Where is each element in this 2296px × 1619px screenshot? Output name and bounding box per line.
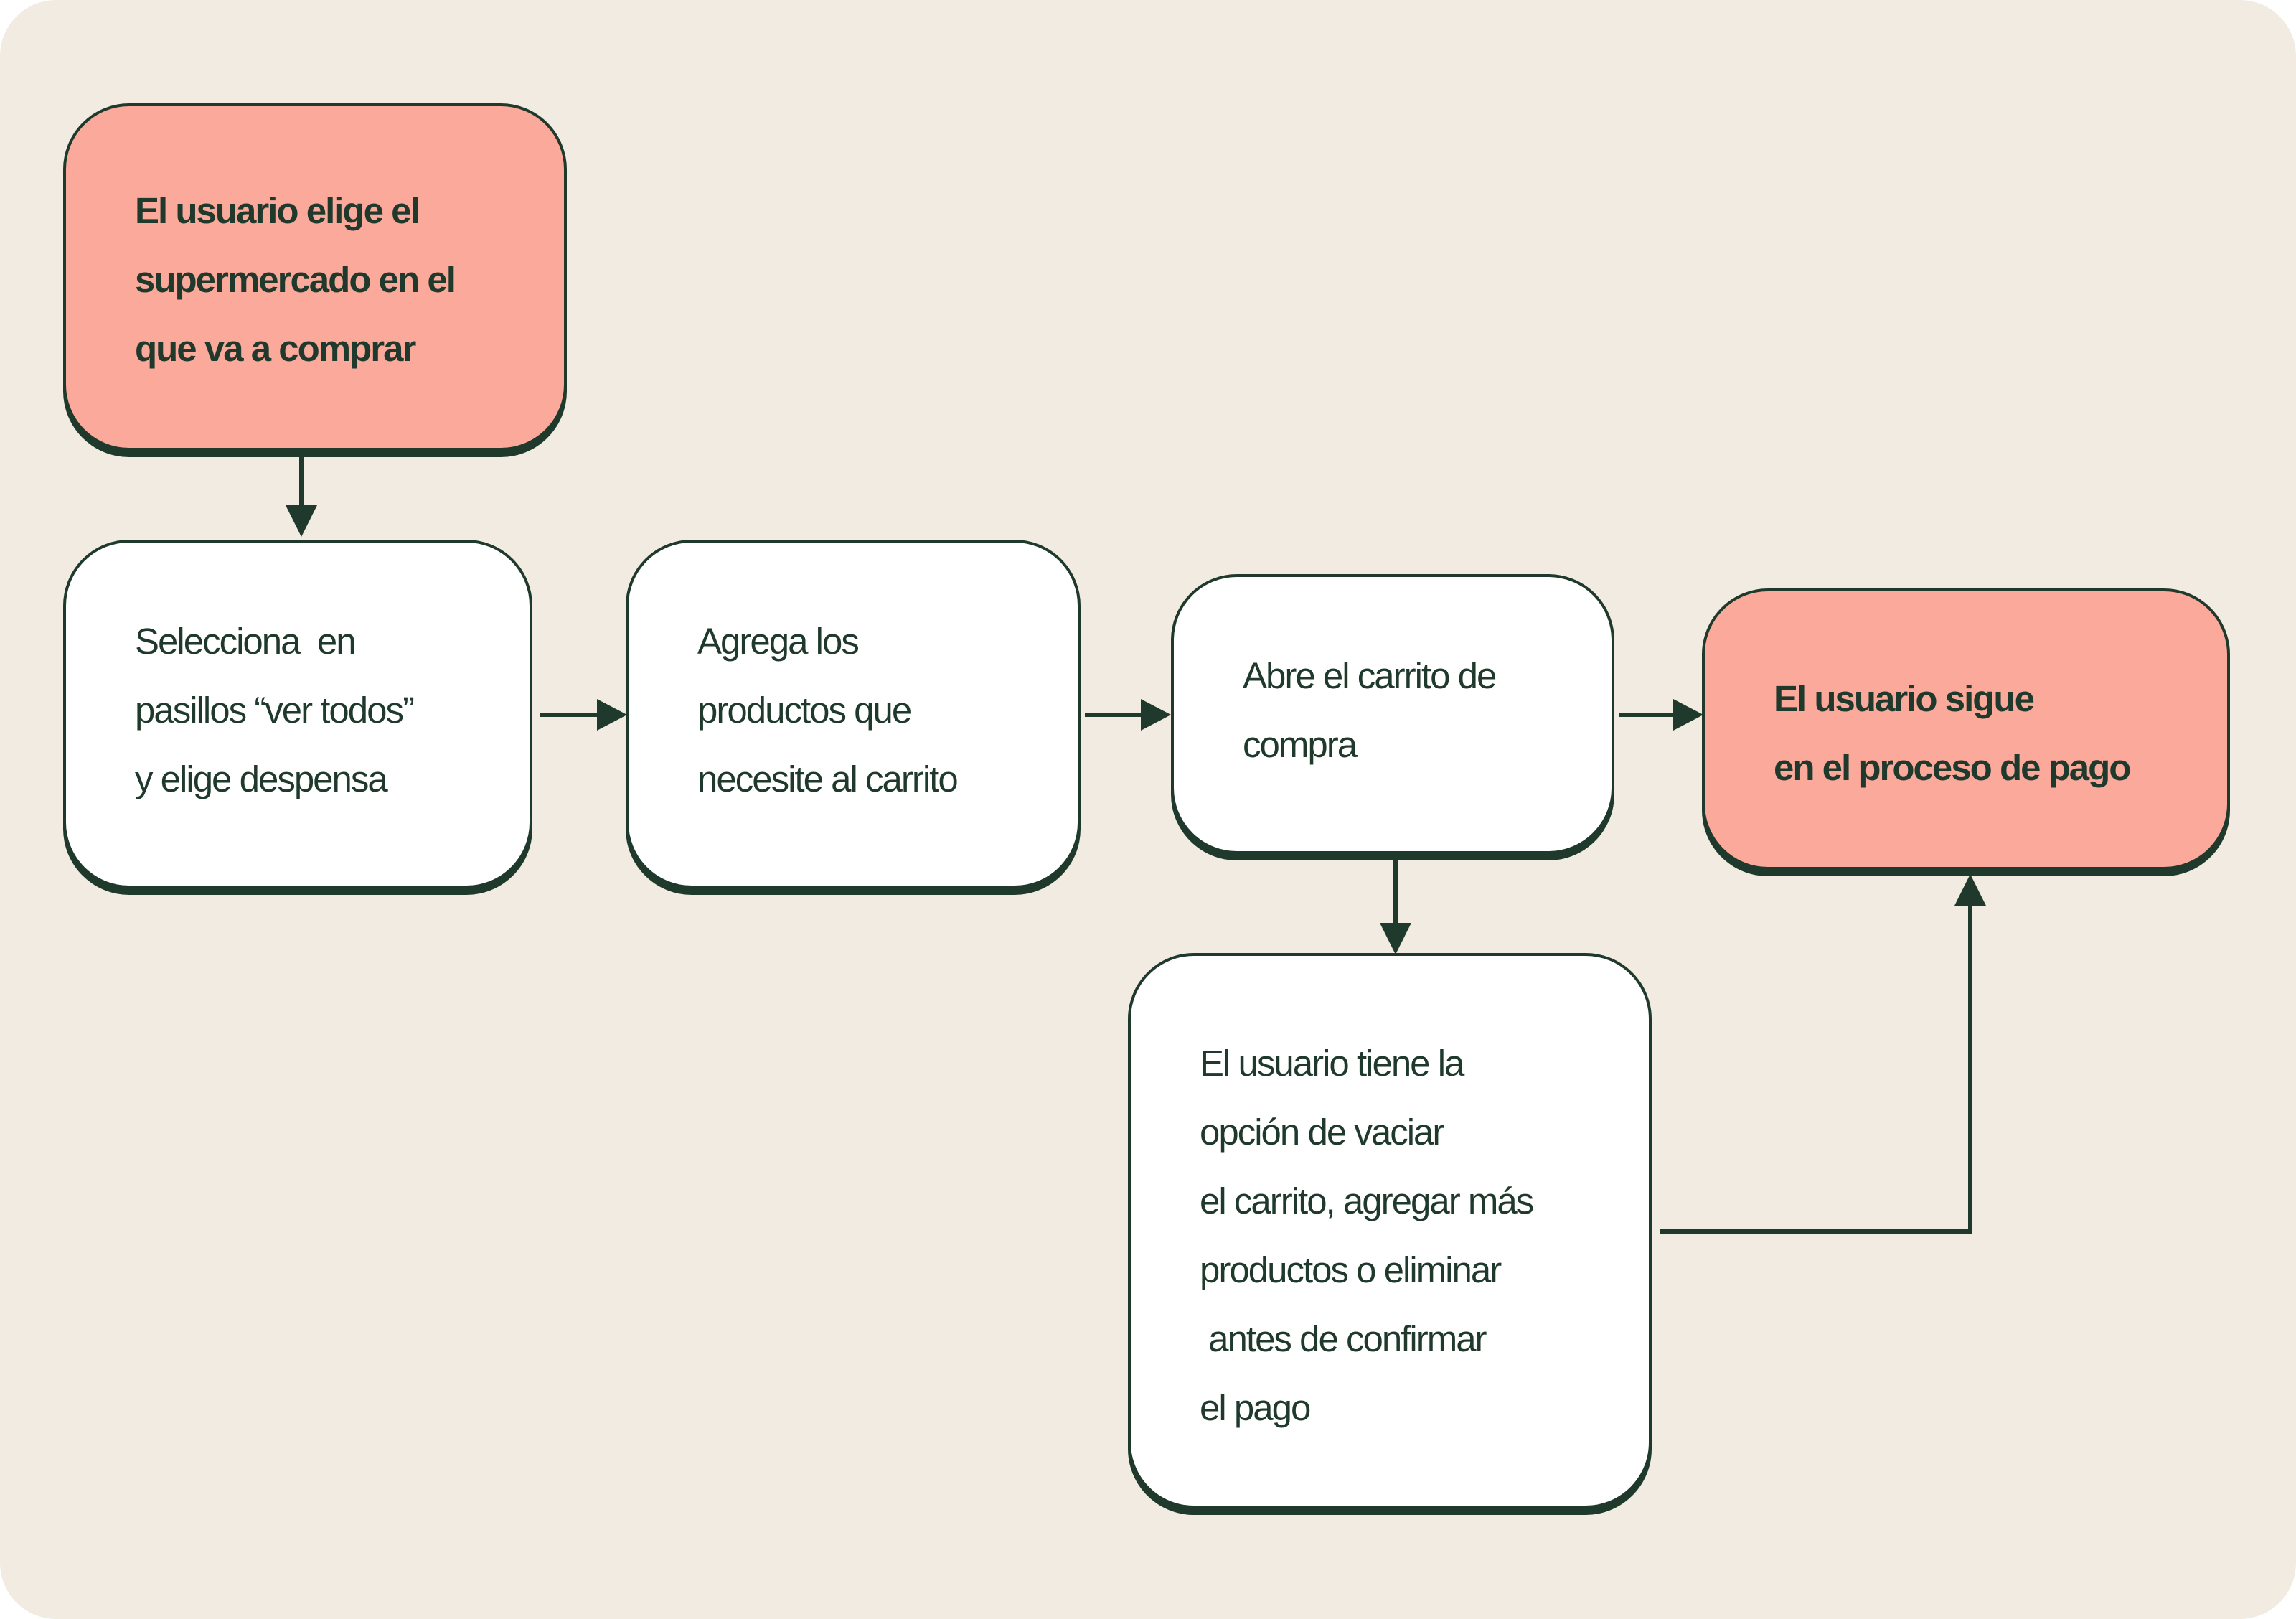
node-add-products: Agrega los productos que necesite al car…: [626, 540, 1081, 888]
edge-options-to-end: [1660, 901, 1972, 1234]
node-start-label: El usuario elige el supermercado en el q…: [135, 190, 456, 369]
arrowhead-right-add: [597, 699, 627, 731]
arrowhead-down-options: [1380, 923, 1411, 954]
node-open-cart-label: Abre el carrito de compra: [1243, 655, 1497, 765]
node-end: El usuario sigue en el proceso de pago: [1702, 588, 2230, 870]
node-select-aisle-label: Selecciona en pasillos “ver todos” y eli…: [135, 621, 415, 799]
arrowhead-right-end: [1673, 699, 1703, 731]
arrowhead-up-end: [1954, 874, 1986, 906]
node-add-products-label: Agrega los productos que necesite al car…: [697, 621, 959, 799]
arrowhead-right-open: [1141, 699, 1171, 731]
node-select-aisle: Selecciona en pasillos “ver todos” y eli…: [63, 540, 532, 888]
node-start: El usuario elige el supermercado en el q…: [63, 103, 567, 451]
node-cart-options-label: El usuario tiene la opción de vaciar el …: [1200, 1043, 1534, 1428]
node-cart-options: El usuario tiene la opción de vaciar el …: [1128, 953, 1652, 1508]
arrowhead-down-select: [286, 505, 317, 537]
node-end-label: El usuario sigue en el proceso de pago: [1774, 678, 2131, 788]
node-open-cart: Abre el carrito de compra: [1171, 574, 1614, 854]
